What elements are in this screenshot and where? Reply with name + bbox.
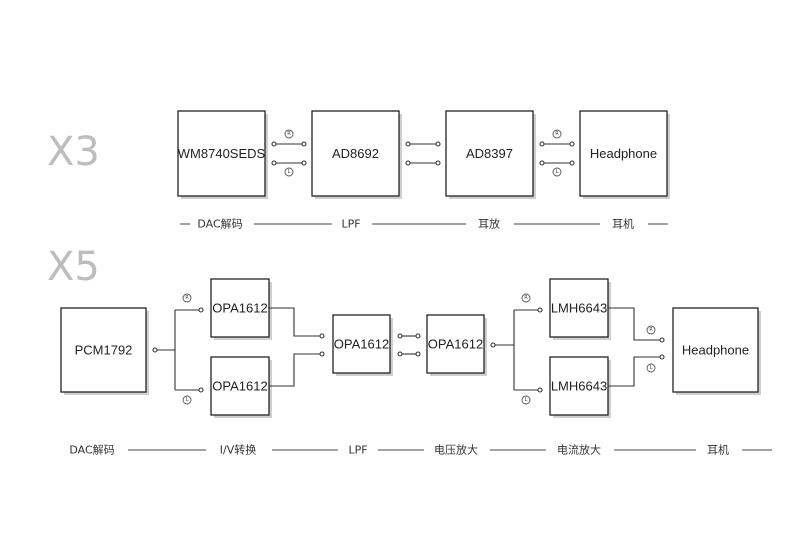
x5-connector-dac-split: R L bbox=[152, 293, 204, 405]
channel-l-icon: L bbox=[552, 167, 562, 177]
x3-title: X3 bbox=[47, 129, 100, 175]
x5-stage-current-amp: 电流放大 bbox=[557, 443, 601, 457]
channel-l-icon: L bbox=[646, 363, 656, 373]
channel-l-icon: L bbox=[284, 167, 294, 177]
svg-text:R: R bbox=[185, 295, 189, 301]
x3-connector-2 bbox=[405, 141, 441, 166]
channel-r-icon: R bbox=[646, 325, 656, 335]
x5-stage-voltage-amp: 电压放大 bbox=[434, 443, 478, 457]
x5-block-headphone: Headphone bbox=[672, 307, 761, 395]
x5-connector-iv-merge bbox=[269, 307, 325, 387]
x3-stage-lpf: LPF bbox=[341, 218, 360, 231]
x5-block-lpf: OPA1612 bbox=[332, 314, 393, 376]
svg-text:L: L bbox=[556, 169, 559, 175]
channel-r-icon: R bbox=[284, 129, 294, 139]
x5-block-current-bottom: LMH6643 bbox=[549, 356, 611, 418]
x3-block-headphone: Headphone bbox=[579, 110, 670, 199]
channel-l-icon: L bbox=[182, 395, 192, 405]
svg-text:R: R bbox=[287, 131, 291, 137]
x5-block-iv-top-label: OPA1612 bbox=[212, 301, 267, 316]
channel-r-icon: R bbox=[552, 129, 562, 139]
x5-block-voltage-amp-label: OPA1612 bbox=[428, 337, 483, 352]
x3-diagram: X3 WM8740SEDS AD8692 AD8397 Headphone bbox=[47, 110, 670, 231]
svg-text:L: L bbox=[525, 397, 528, 403]
x3-block-amp-label: AD8397 bbox=[466, 146, 513, 161]
x3-block-amp: AD8397 bbox=[445, 110, 536, 199]
x3-block-lpf: AD8692 bbox=[311, 110, 402, 199]
x3-block-headphone-label: Headphone bbox=[590, 146, 657, 161]
channel-l-icon: L bbox=[521, 395, 531, 405]
x3-stage-headphone: 耳机 bbox=[612, 217, 634, 231]
x3-block-dac: WM8740SEDS bbox=[177, 110, 268, 199]
x5-block-current-top-label: LMH6643 bbox=[551, 301, 607, 316]
svg-text:L: L bbox=[650, 365, 653, 371]
x5-connector-amp-split: R L bbox=[490, 293, 543, 405]
channel-r-icon: R bbox=[521, 293, 531, 303]
svg-text:R: R bbox=[524, 295, 528, 301]
x3-block-lpf-label: AD8692 bbox=[332, 146, 379, 161]
x5-connector-current-merge: R L bbox=[608, 307, 665, 387]
x5-block-dac: PCM1792 bbox=[60, 307, 149, 395]
x5-block-current-top: LMH6643 bbox=[549, 278, 611, 340]
x5-stage-dac: DAC解码 bbox=[69, 443, 114, 457]
x3-stage-amp: 耳放 bbox=[478, 217, 500, 231]
channel-r-icon: R bbox=[182, 293, 192, 303]
x5-block-current-bottom-label: LMH6643 bbox=[551, 379, 607, 394]
x3-connector-1: R L bbox=[271, 129, 307, 177]
x5-block-iv-bottom: OPA1612 bbox=[210, 356, 272, 418]
svg-text:L: L bbox=[186, 397, 189, 403]
x3-stage-dac: DAC解码 bbox=[197, 217, 242, 231]
x5-block-iv-bottom-label: OPA1612 bbox=[212, 379, 267, 394]
x5-connector-lpf-amp bbox=[397, 333, 421, 357]
x3-block-dac-label: WM8740SEDS bbox=[178, 146, 266, 161]
svg-text:R: R bbox=[555, 131, 559, 137]
svg-text:L: L bbox=[288, 169, 291, 175]
x5-block-headphone-label: Headphone bbox=[682, 343, 749, 358]
svg-text:R: R bbox=[649, 327, 653, 333]
x5-title: X5 bbox=[47, 244, 100, 290]
x5-stage-lpf: LPF bbox=[348, 444, 367, 457]
x5-stage-iv: I/V转换 bbox=[220, 443, 256, 457]
x3-connector-3: R L bbox=[539, 129, 575, 177]
x5-diagram: X5 PCM1792 OPA1612 OPA1612 OPA1612 OPA16… bbox=[47, 244, 772, 457]
x5-block-iv-top: OPA1612 bbox=[210, 278, 272, 340]
x5-stage-headphone: 耳机 bbox=[707, 443, 729, 457]
x5-block-dac-label: PCM1792 bbox=[75, 343, 133, 358]
x5-block-voltage-amp: OPA1612 bbox=[426, 314, 487, 376]
x5-block-lpf-label: OPA1612 bbox=[334, 337, 389, 352]
x5-stage-row: DAC解码 I/V转换 LPF 电压放大 电流放大 耳机 bbox=[69, 443, 772, 457]
x3-stage-row: DAC解码 LPF 耳放 耳机 bbox=[180, 217, 668, 231]
